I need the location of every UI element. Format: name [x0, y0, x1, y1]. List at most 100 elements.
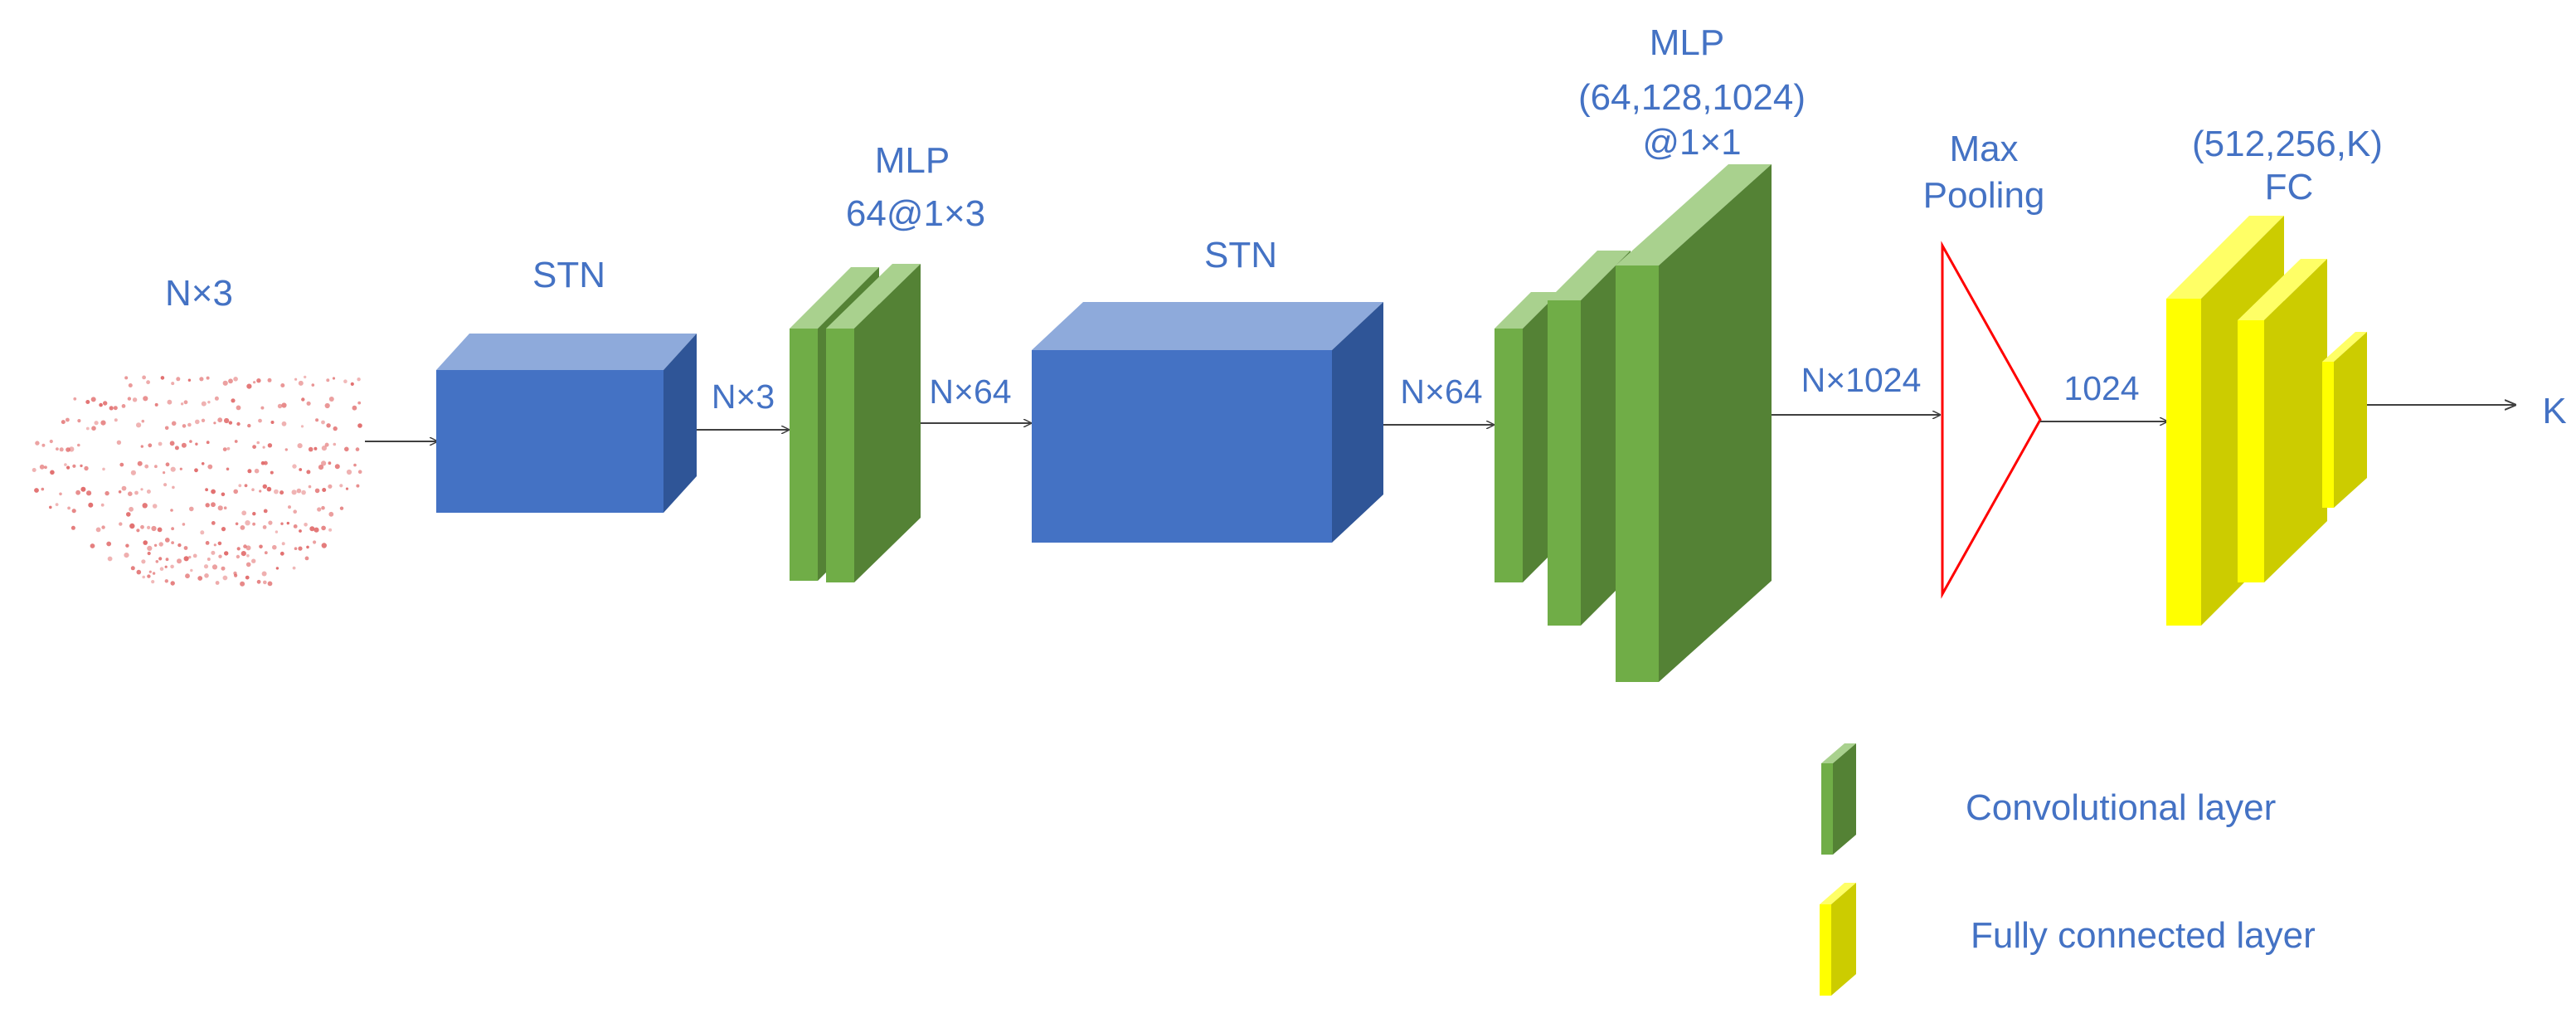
point-cloud-dot	[107, 556, 113, 562]
point-cloud-dot	[281, 421, 287, 426]
point-cloud-dot	[170, 466, 176, 472]
point-cloud-dot	[41, 443, 46, 447]
point-cloud-dot	[213, 421, 216, 425]
point-cloud-dot	[171, 382, 175, 386]
point-cloud-dot	[321, 446, 327, 451]
point-cloud-dot	[152, 572, 156, 575]
pool-label-line1: Max	[1949, 129, 2018, 169]
stn1-side-face	[663, 334, 697, 513]
point-cloud-dot	[308, 446, 313, 452]
point-cloud-dot	[164, 538, 170, 543]
point-cloud-dot	[187, 378, 192, 382]
point-cloud-dot	[211, 564, 218, 570]
point-cloud-dot	[147, 525, 151, 530]
point-cloud-dot	[204, 573, 209, 578]
point-cloud-dot	[280, 383, 285, 387]
point-cloud-dot	[116, 440, 122, 445]
point-cloud-dot	[128, 383, 133, 387]
point-cloud-dot	[190, 568, 193, 572]
point-cloud-dot	[67, 506, 70, 510]
point-cloud-dot	[304, 556, 309, 561]
point-cloud-dot	[246, 554, 250, 558]
point-cloud-dot	[165, 558, 169, 562]
point-cloud-dot	[245, 545, 251, 551]
point-cloud-dot	[281, 542, 285, 546]
point-cloud-dot	[246, 383, 252, 389]
point-cloud-dot	[141, 419, 145, 423]
point-cloud-dot	[313, 446, 318, 451]
point-cloud-dot	[201, 418, 206, 422]
point-cloud-dot	[252, 522, 255, 526]
point-cloud-dot	[148, 570, 152, 573]
point-cloud-dot	[299, 529, 302, 533]
point-cloud-dot	[164, 565, 168, 568]
point-cloud-dot	[299, 468, 303, 471]
point-cloud-dot	[321, 460, 327, 466]
point-cloud-dot	[55, 503, 59, 506]
point-cloud-dot	[183, 556, 189, 562]
point-cloud-dot	[73, 397, 77, 401]
point-cloud-dot	[187, 422, 192, 427]
point-cloud-dot	[154, 402, 158, 407]
point-cloud-dot	[90, 543, 95, 548]
point-cloud-dot	[251, 488, 255, 491]
point-cloud-dot	[106, 541, 112, 547]
input-point-cloud	[32, 375, 362, 587]
point-cloud-dot	[270, 421, 275, 424]
fc-block	[2166, 216, 2367, 626]
point-cloud-dot	[317, 507, 322, 512]
point-cloud-dot	[240, 525, 245, 530]
fc-layer-3	[2322, 332, 2367, 508]
point-cloud-dot	[357, 378, 361, 382]
point-cloud-dot	[268, 520, 273, 525]
point-cloud-dot	[321, 543, 327, 548]
point-cloud-dot	[91, 426, 96, 431]
point-cloud-dot	[236, 554, 241, 559]
stn2-top-face	[1032, 302, 1383, 350]
point-cloud-dot	[180, 402, 184, 406]
fc-spec: (512,256,K)	[2192, 124, 2383, 164]
point-cloud-dot	[292, 464, 297, 469]
point-cloud-dot	[275, 530, 279, 533]
edge-label-stn2-out: N×64	[1400, 373, 1482, 411]
point-cloud-dot	[256, 441, 260, 445]
point-cloud-dot	[300, 425, 304, 428]
point-cloud-dot	[171, 527, 175, 531]
point-cloud-dot	[170, 581, 175, 586]
legend: Convolutional layer Fully connected laye…	[1820, 743, 2316, 996]
point-cloud-dot	[109, 406, 114, 411]
point-cloud-dot	[153, 543, 158, 547]
point-cloud-dot	[279, 551, 284, 556]
point-cloud-dot	[140, 445, 143, 448]
stn1-block	[436, 334, 697, 513]
point-cloud-dot	[69, 446, 75, 452]
point-cloud-dot	[280, 522, 284, 525]
point-cloud-dot	[130, 566, 135, 571]
point-cloud-dot	[61, 420, 66, 425]
point-cloud-dot	[147, 545, 153, 552]
point-cloud-dot	[256, 579, 261, 584]
point-cloud-dot	[143, 540, 148, 545]
point-cloud-dot	[222, 575, 228, 581]
point-cloud-dot	[203, 564, 209, 569]
point-cloud-dot	[130, 470, 136, 475]
point-cloud-dot	[298, 380, 304, 386]
point-cloud-dot	[100, 420, 106, 426]
point-cloud-dot	[103, 401, 108, 406]
edge-label-mlp1-out: N×64	[929, 373, 1011, 411]
point-cloud-dot	[217, 505, 223, 511]
point-cloud-dot	[147, 551, 151, 556]
point-cloud-dot	[224, 417, 230, 424]
point-cloud-dot	[270, 470, 274, 475]
point-cloud-dot	[292, 566, 296, 570]
point-cloud-dot	[259, 544, 263, 549]
point-cloud-dot	[124, 376, 129, 380]
point-cloud-dot	[259, 490, 262, 493]
point-cloud-dot	[357, 423, 362, 428]
point-cloud-dot	[211, 550, 216, 555]
point-cloud-dot	[201, 462, 205, 465]
point-cloud-dot	[142, 375, 147, 380]
point-cloud-dot	[142, 503, 148, 509]
point-cloud-dot	[339, 484, 343, 488]
point-cloud-dot	[181, 442, 187, 448]
